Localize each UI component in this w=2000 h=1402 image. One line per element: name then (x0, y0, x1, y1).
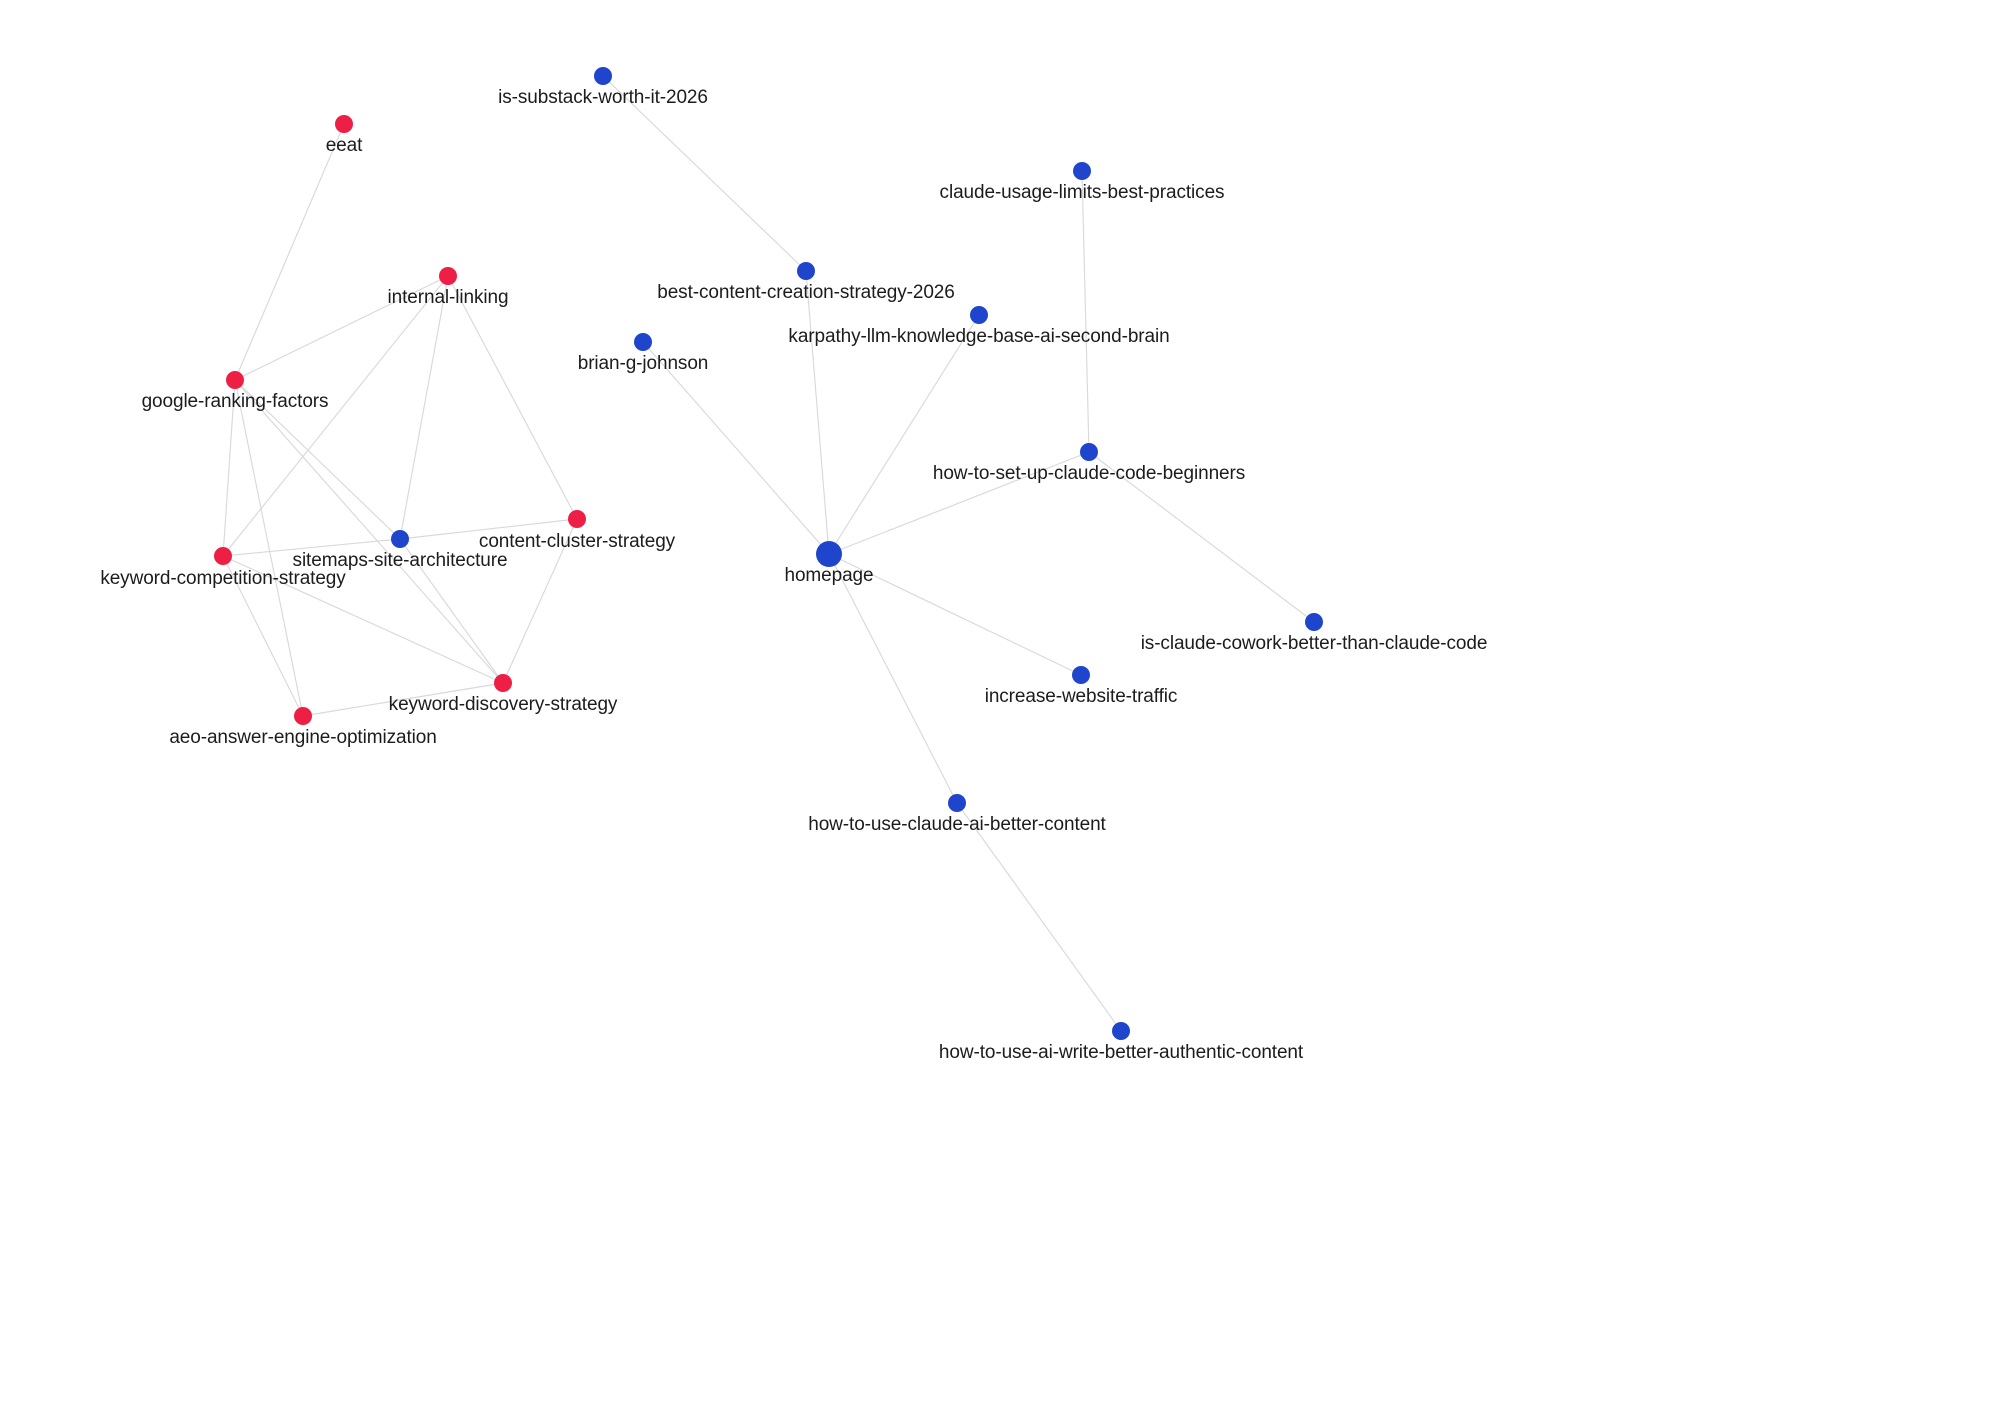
graph-node-label-how-to-set-up-claude-code-beginners: how-to-set-up-claude-code-beginners (932, 463, 1246, 484)
graph-node-how-to-use-claude-ai-better-content[interactable] (948, 794, 966, 812)
graph-node-how-to-use-ai-write-better-authentic-content[interactable] (1112, 1022, 1130, 1040)
graph-edge (399, 275, 449, 540)
graph-edge (828, 451, 1090, 555)
graph-edge (956, 802, 1122, 1032)
graph-node-label-is-claude-cowork-better-than-claude-code: is-claude-cowork-better-than-claude-code (1140, 633, 1488, 654)
graph-node-claude-usage-limits-best-practices[interactable] (1073, 162, 1091, 180)
graph-node-brian-g-johnson[interactable] (634, 333, 652, 351)
graph-node-label-how-to-use-ai-write-better-authentic-content: how-to-use-ai-write-better-authentic-con… (938, 1042, 1304, 1063)
graph-node-is-substack-worth-it-2026[interactable] (594, 67, 612, 85)
graph-node-label-google-ranking-factors: google-ranking-factors (141, 391, 329, 412)
graph-node-google-ranking-factors[interactable] (226, 371, 244, 389)
graph-node-label-content-cluster-strategy: content-cluster-strategy (478, 531, 676, 552)
graph-node-sitemaps-site-architecture[interactable] (391, 530, 409, 548)
graph-edge (222, 379, 236, 557)
graph-edge (447, 275, 578, 520)
graph-node-content-cluster-strategy[interactable] (568, 510, 586, 528)
graph-edge (1081, 170, 1090, 453)
graph-node-label-internal-linking: internal-linking (387, 287, 509, 308)
graph-edge (234, 379, 504, 684)
graph-node-label-karpathy-llm-knowledge-base-ai-second-brain: karpathy-llm-knowledge-base-ai-second-br… (788, 326, 1170, 347)
graph-edge (828, 553, 1082, 676)
graph-edge (399, 518, 578, 540)
graph-node-keyword-discovery-strategy[interactable] (494, 674, 512, 692)
graph-node-label-brian-g-johnson: brian-g-johnson (577, 353, 709, 374)
graph-edge (234, 275, 449, 381)
graph-edge (234, 379, 401, 540)
graph-edge (234, 379, 304, 717)
graph-node-best-content-creation-strategy-2026[interactable] (797, 262, 815, 280)
graph-edge (302, 682, 504, 717)
graph-node-label-is-substack-worth-it-2026: is-substack-worth-it-2026 (498, 87, 708, 108)
graph-edge (642, 341, 830, 555)
graph-node-homepage[interactable] (816, 541, 842, 567)
graph-edge (602, 75, 807, 272)
graph-node-label-keyword-discovery-strategy: keyword-discovery-strategy (388, 694, 618, 715)
graph-edge (502, 518, 578, 684)
graph-node-label-aeo-answer-engine-optimization: aeo-answer-engine-optimization (169, 727, 437, 748)
graph-node-label-claude-usage-limits-best-practices: claude-usage-limits-best-practices (939, 182, 1225, 203)
graph-node-increase-website-traffic[interactable] (1072, 666, 1090, 684)
graph-node-aeo-answer-engine-optimization[interactable] (294, 707, 312, 725)
graph-edge (234, 123, 345, 381)
graph-node-internal-linking[interactable] (439, 267, 457, 285)
graph-node-keyword-competition-strategy[interactable] (214, 547, 232, 565)
graph-edge (805, 270, 830, 555)
graph-node-karpathy-llm-knowledge-base-ai-second-brain[interactable] (970, 306, 988, 324)
graph-edge (399, 538, 504, 684)
graph-node-how-to-set-up-claude-code-beginners[interactable] (1080, 443, 1098, 461)
graph-node-label-how-to-use-claude-ai-better-content: how-to-use-claude-ai-better-content (808, 814, 1106, 835)
graph-edge (222, 555, 304, 717)
graph-node-label-best-content-creation-strategy-2026: best-content-creation-strategy-2026 (657, 282, 955, 303)
graph-edge (1088, 451, 1315, 623)
graph-node-eeat[interactable] (335, 115, 353, 133)
graph-edge (222, 538, 401, 557)
graph-node-label-eeat: eeat (325, 135, 363, 156)
graph-edge (222, 275, 449, 557)
graph-node-label-homepage: homepage (784, 565, 874, 586)
graph-node-label-keyword-competition-strategy: keyword-competition-strategy (100, 568, 346, 589)
graph-edge (828, 314, 980, 555)
graph-edge (222, 555, 504, 684)
graph-node-is-claude-cowork-better-than-claude-code[interactable] (1305, 613, 1323, 631)
graph-edge (828, 553, 958, 804)
graph-node-label-sitemaps-site-architecture: sitemaps-site-architecture (292, 550, 508, 571)
graph-node-label-increase-website-traffic: increase-website-traffic (984, 686, 1178, 707)
